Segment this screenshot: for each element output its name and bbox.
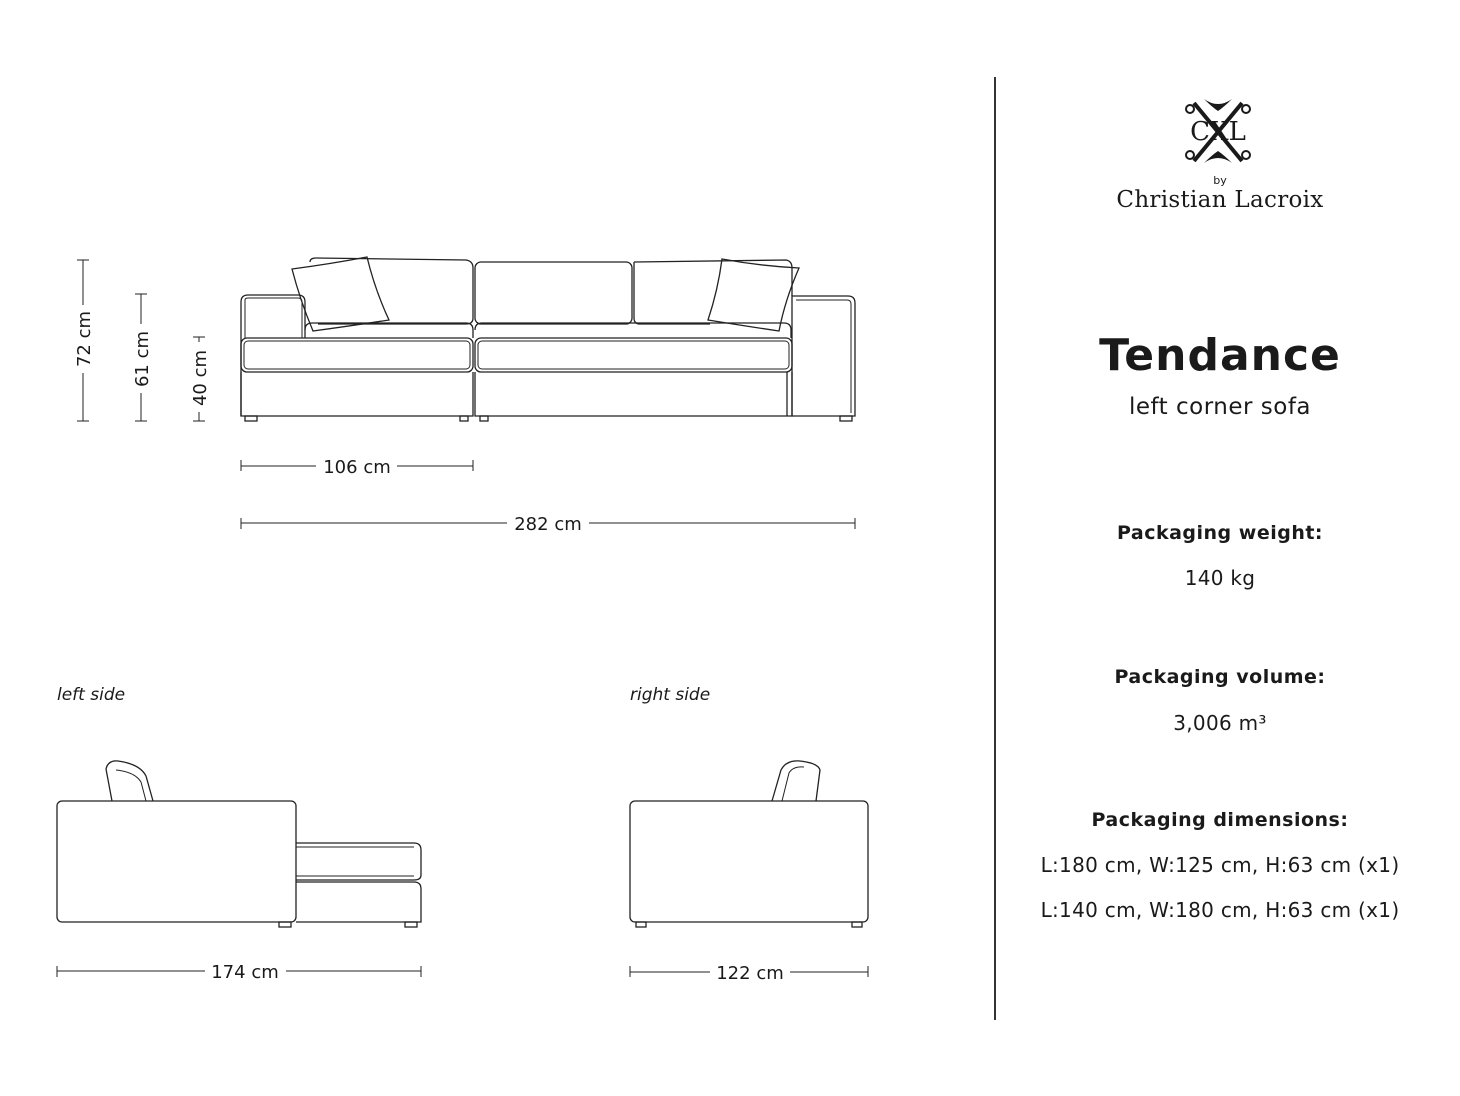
front-view-drawing [240,256,856,422]
right-side-view-drawing: right side [629,685,869,928]
brand-name: Christian Lacroix [1116,187,1324,213]
left-depth-dimension: 174 cm [56,962,422,983]
right-depth-label: 122 cm [716,963,784,984]
height-total-label: 72 cm [74,311,95,367]
brand-block: by Christian Lacroix [1100,172,1340,213]
height-back-label: 61 cm [132,331,153,387]
height-dimensions: 72 cm 61 cm 40 cm [74,259,211,422]
width-section-label: 106 cm [323,457,391,478]
packaging-dimensions-label: Packaging dimensions: [1091,809,1349,831]
left-side-caption: left side [57,685,125,705]
packaging-dimension-line: L:180 cm, W:125 cm, H:63 cm (x1) [1040,853,1400,877]
right-side-caption: right side [630,685,710,705]
packaging-volume-label: Packaging volume: [1114,666,1326,688]
cxl-monogram-logo: CXL [1185,99,1251,163]
brand-by: by [1213,174,1227,187]
height-seat-label: 40 cm [190,350,211,406]
packaging-dimension-line: L:140 cm, W:180 cm, H:63 cm (x1) [1040,898,1400,922]
width-total-label: 282 cm [514,514,582,535]
panel-divider [994,77,996,1020]
product-title: Tendance [1099,330,1341,381]
product-type: left corner sofa [1128,394,1312,420]
right-depth-dimension: 122 cm [629,963,869,984]
left-side-view-drawing: left side [56,685,422,928]
packaging-weight-value: 140 kg [1184,566,1256,590]
packaging-weight-label: Packaging weight: [1116,522,1324,544]
left-depth-label: 174 cm [211,962,279,983]
width-dimensions: 106 cm 282 cm [240,457,856,535]
packaging-volume-value: 3,006 m³ [1173,711,1267,735]
